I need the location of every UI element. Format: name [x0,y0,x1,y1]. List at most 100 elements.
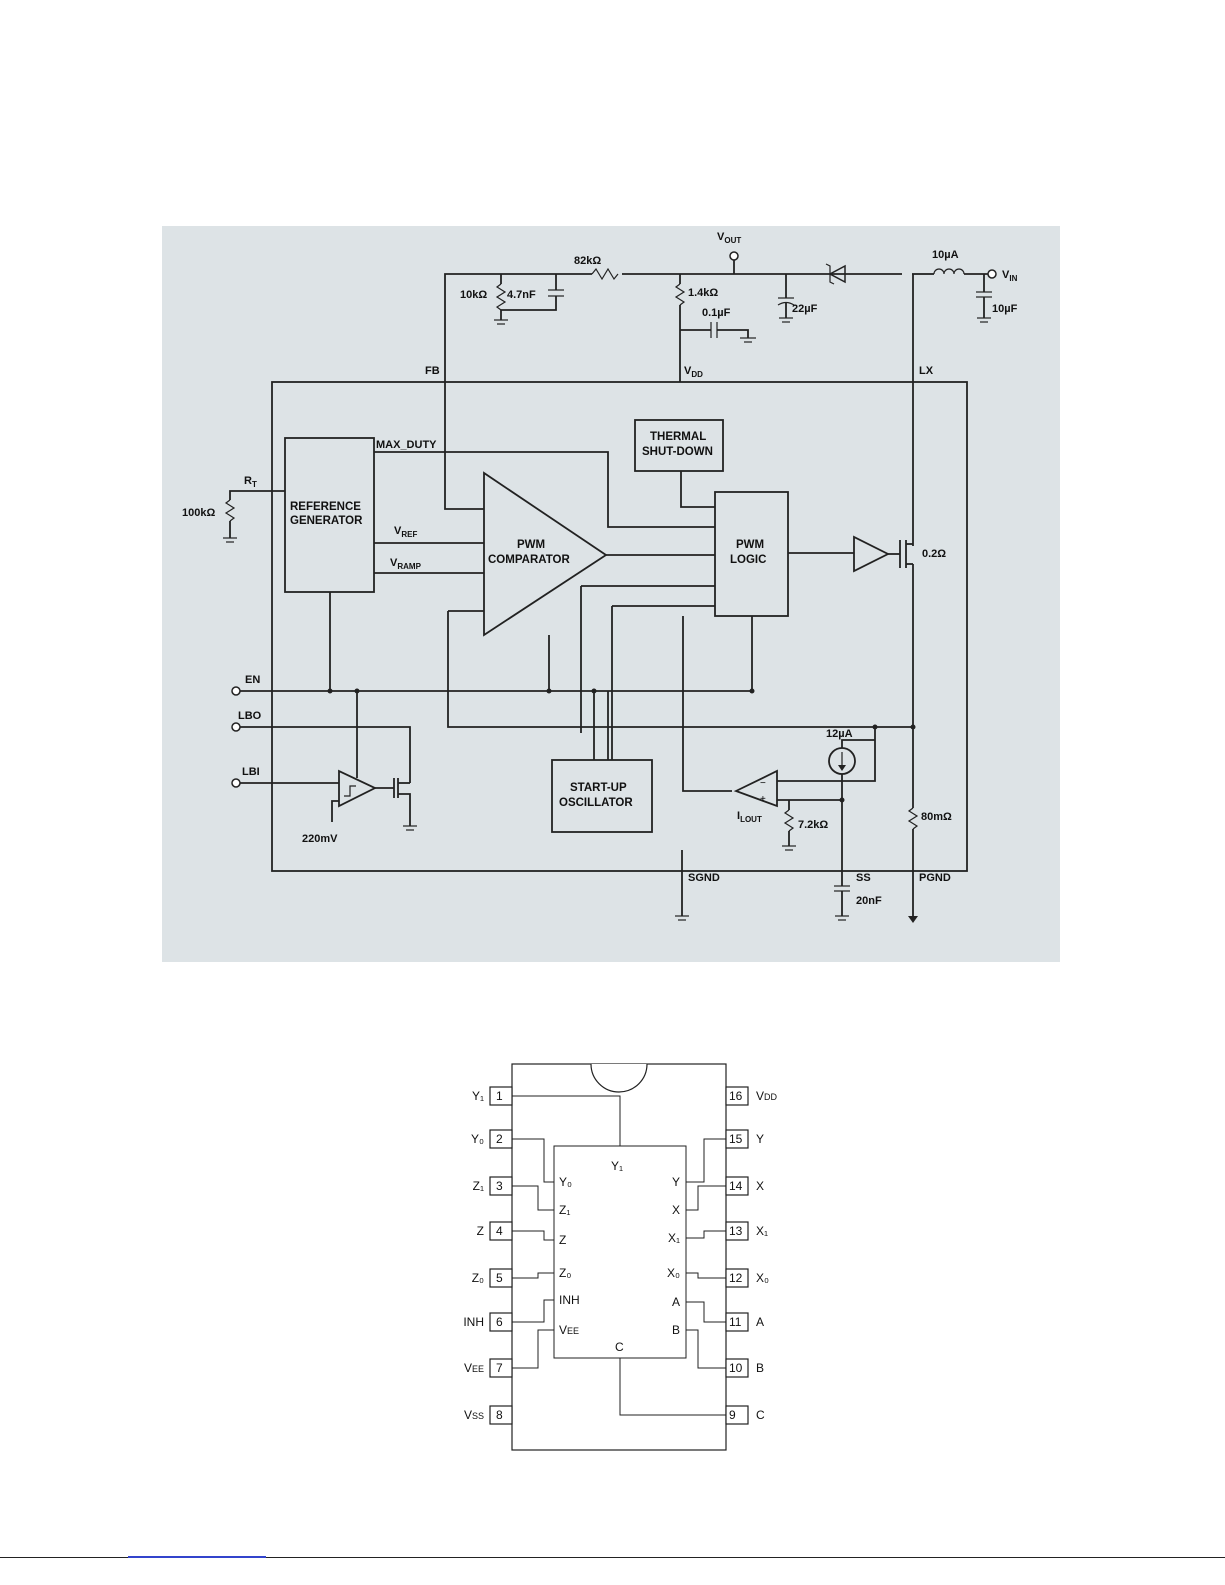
capacitor-4-7nf-label: 4.7nF [507,289,536,301]
pin-label: B [756,1361,764,1375]
inner-label-c: C [615,1340,624,1354]
feedback-wire [447,611,913,728]
pin-label: VSS [464,1408,484,1422]
pin-number: 9 [729,1408,736,1422]
fb-to-divider-wire [444,273,592,382]
thermal-shutdown-line1: THERMAL [650,431,706,443]
resistor-80m [907,807,919,830]
block-diagram-svg: VOUT 82kΩ 10kΩ 4.7nF 1.4kΩ 0.1µF 22µF 10… [162,226,1060,962]
reference-generator-line1: REFERENCE [290,501,361,513]
resistor-82k [591,267,619,281]
pin-lbi-label: LBI [242,766,260,778]
pin-label: VEE [464,1361,484,1375]
resistor-7-2k [783,809,795,832]
reference-generator-line2: GENERATOR [290,515,363,527]
vin-terminal[interactable] [987,269,997,279]
inner-pin-label: X₁ [668,1231,680,1245]
pin-label: Y₀ [471,1132,484,1146]
capacitor-10uf-label: 10µF [992,303,1018,315]
resistor-7-2k-label: 7.2kΩ [798,819,828,831]
pin1-notch [590,1063,648,1093]
vout-terminal[interactable] [729,251,739,261]
pin-number: 2 [496,1132,503,1146]
inner-pin-label: Z [559,1233,566,1247]
pwm-comparator-line2: COMPARATOR [488,554,570,566]
footer-rule [0,1557,1225,1558]
pin-number: 12 [729,1271,743,1285]
resistor-10k-label: 10kΩ [460,289,487,301]
pin-number: 1 [496,1089,503,1103]
low-battery-comparator-icon [338,769,378,808]
schottky-diode-icon [828,264,846,284]
pin-label: Z [477,1224,484,1238]
vin-label: VIN [1002,269,1018,283]
pin-label: Y₁ [472,1089,484,1103]
pin-label: Y [756,1132,764,1146]
pin-number: 6 [496,1315,503,1329]
inner-pin-label: X [672,1203,680,1217]
pgnd-ground-icon [908,916,918,923]
pin-label: Z₀ [472,1271,484,1285]
resistor-100k-label: 100kΩ [182,507,215,519]
resistor-80m-label: 80mΩ [921,811,952,823]
vout-label: VOUT [717,231,741,245]
inner-pin-label: Z₁ [559,1203,570,1217]
gate-driver-icon [853,535,891,573]
voltage-220mv-label: 220mV [302,833,338,845]
en-terminal[interactable] [231,686,241,696]
thermal-shutdown-block [634,419,724,472]
chip-boundary [271,381,968,872]
current-sense-amplifier-icon [733,769,778,808]
max-duty-label: MAX_DUTY [376,439,437,451]
inner-pin-label: A [672,1295,680,1309]
scan-background [162,226,1060,962]
inner-pin-label: Y₀ [559,1175,572,1189]
capacitor-0-1uf-label: 0.1µF [702,307,731,319]
inner-pin-label: VEE [559,1323,579,1337]
rt-label: RT [244,475,257,489]
inner-pin-label: Y [672,1175,680,1189]
resistor-10k [495,283,507,311]
pin-sgnd-label: SGND [688,872,720,884]
lbo-terminal[interactable] [231,722,241,732]
inductor-icon [933,268,965,275]
resistor-1-4k-label: 1.4kΩ [688,287,718,299]
pin-number: 15 [729,1132,743,1146]
pin-label: A [756,1315,764,1329]
pin-number: 16 [729,1089,743,1103]
pin-en-label: EN [245,674,260,686]
block-diagram: VOUT 82kΩ 10kΩ 4.7nF 1.4kΩ 0.1µF 22µF 10… [162,226,1060,962]
pin-label: C [756,1408,765,1422]
thermal-shutdown-line2: SHUT-DOWN [642,446,713,458]
capacitor-20nf-label: 20nF [856,895,882,907]
svg-text:−: − [760,778,766,789]
pin-box-16 [725,1086,749,1106]
pin-ss-label: SS [856,872,871,884]
pin-number: 10 [729,1361,743,1375]
svg-text:+: + [760,794,766,805]
pin-label: X₀ [756,1271,769,1285]
vramp-label: VRAMP [390,557,422,571]
ilout-label: ILOUT [737,810,762,824]
inner-label-y1: Y₁ [611,1159,623,1173]
pin-label: INH [463,1315,484,1329]
resistor-82k-label: 82kΩ [574,255,601,267]
pin-fb-label: FB [425,365,440,377]
inductor-label: 10µA [932,249,959,261]
resistor-100k [224,499,236,522]
startup-oscillator-line2: OSCILLATOR [559,797,633,809]
pin-lbo-label: LBO [238,710,262,722]
footer-link-underline[interactable] [128,1556,266,1558]
pin-number: 11 [729,1315,742,1329]
inner-pin-label: X₀ [667,1266,680,1280]
lbi-terminal[interactable] [231,778,241,788]
inner-pin-label: INH [559,1293,580,1307]
capacitor-22uf-label: 22µF [792,303,818,315]
pwm-logic-line2: LOGIC [730,554,766,566]
pin-number: 14 [729,1179,743,1193]
pwm-comparator-line1: PWM [517,539,545,551]
inner-pin-label: B [672,1323,680,1337]
inner-pin-label: Z₀ [559,1266,571,1280]
pin-label: X [756,1179,764,1193]
